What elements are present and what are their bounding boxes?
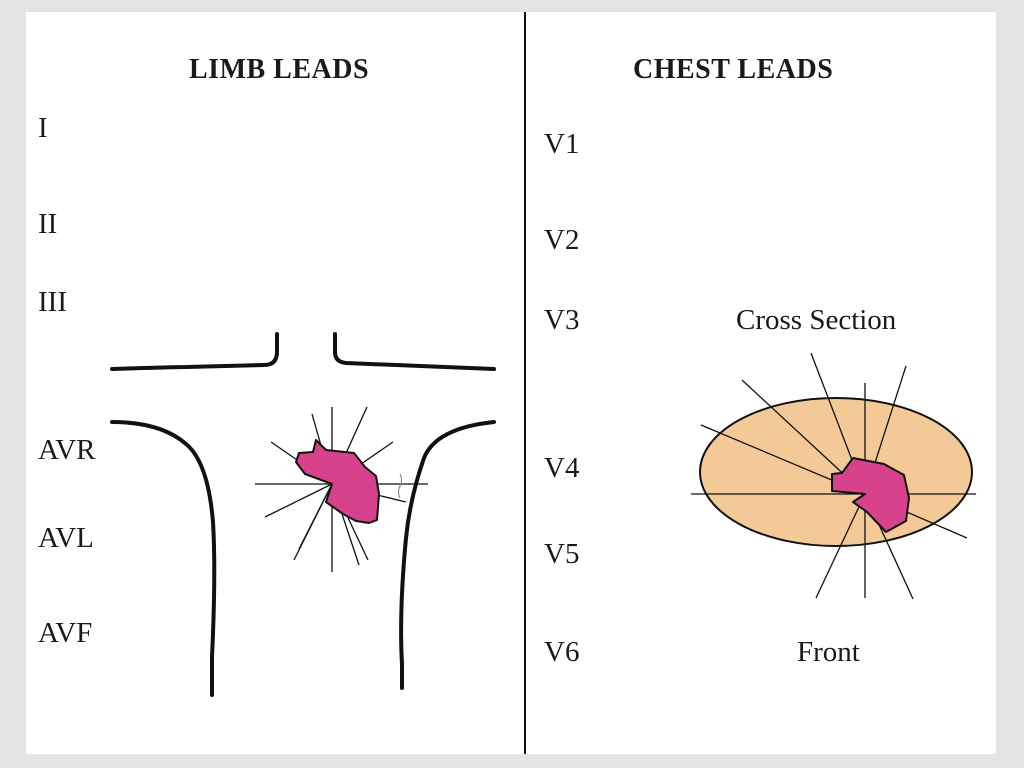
shoulder-right-upper (335, 334, 494, 369)
heart-front-view (296, 440, 379, 523)
chest-lead-v1: V1 (544, 128, 579, 161)
limb-lead-avr: AVR (38, 434, 96, 467)
front-label: Front (797, 636, 860, 669)
slide: LIMB LEADS CHEST LEADS I II III AVR AVL … (26, 12, 996, 754)
shoulder-left-upper (112, 334, 277, 369)
limb-lead-iii: III (38, 286, 67, 319)
chest-lead-v5: V5 (544, 538, 579, 571)
limb-lead-i: I (38, 112, 48, 145)
torso-left-side (112, 422, 214, 695)
torso-outline (112, 334, 494, 695)
heart-squiggle (399, 474, 402, 498)
limb-lead-avl: AVL (38, 522, 94, 555)
torso-cross-section (700, 398, 972, 546)
limb-lead-ii: II (38, 208, 57, 241)
limb-lead-avf: AVF (38, 617, 92, 650)
cross-section-label: Cross Section (736, 304, 896, 337)
chest-lead-v4: V4 (544, 452, 579, 485)
chest-lead-v6: V6 (544, 636, 579, 669)
torso-right-side (401, 422, 494, 688)
chest-lead-v3: V3 (544, 304, 579, 337)
chest-lead-v2: V2 (544, 224, 579, 257)
chest-leads-title: CHEST LEADS (633, 54, 833, 86)
limb-leads-title: LIMB LEADS (189, 54, 369, 86)
